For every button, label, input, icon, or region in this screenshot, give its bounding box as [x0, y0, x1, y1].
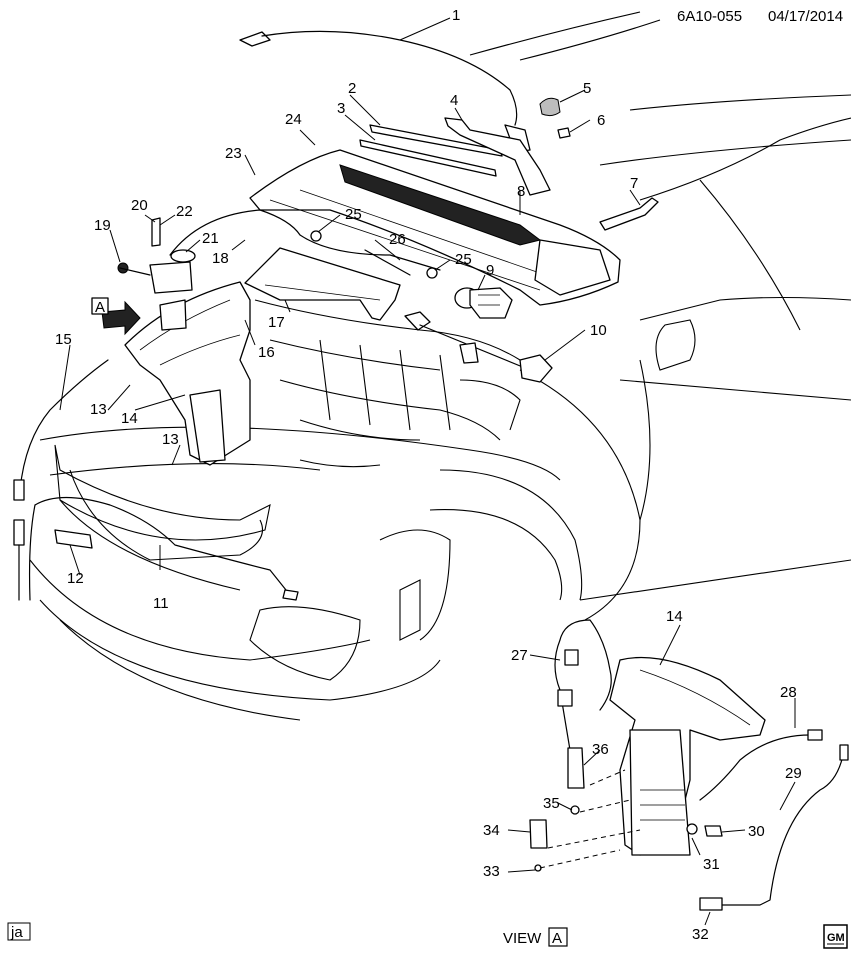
detail-view-a-reservoir: [529, 619, 849, 911]
callout-23: 23: [225, 145, 242, 162]
part-7-cowl-trim: [599, 197, 659, 231]
part-5-6-nut-cap: [539, 97, 571, 139]
callout-13a: 13: [90, 401, 107, 418]
callout-9: 9: [486, 262, 494, 279]
part-2-3-wiper-blades: [359, 124, 503, 177]
view-a-arrow: A: [91, 297, 141, 336]
callout-20: 20: [131, 197, 148, 214]
view-label: VIEW: [503, 930, 542, 947]
callout-2: 2: [348, 80, 356, 97]
callout-17: 17: [268, 314, 285, 331]
callout-28: 28: [780, 684, 797, 701]
callout-6: 6: [597, 112, 605, 129]
part-11-12-headlamp-washer: [28, 496, 299, 601]
callout-15: 15: [55, 331, 72, 348]
callout-13b: 13: [162, 431, 179, 448]
callout-31: 31: [703, 856, 720, 873]
callout-1: 1: [452, 7, 460, 24]
view-a-marker-letter: A: [95, 299, 105, 316]
callout-21: 21: [202, 230, 219, 247]
callout-22: 22: [176, 203, 193, 220]
callout-26: 26: [389, 231, 406, 248]
part-9-wiper-motor: [454, 287, 513, 319]
author-code: ja: [10, 924, 23, 941]
callout-35: 35: [543, 795, 560, 812]
part-8-cowl-panel: [249, 149, 621, 306]
callout-5: 5: [583, 80, 591, 97]
callout-25b: 25: [455, 251, 472, 268]
callout-labels: 1 2 3 4 5 6 7 8 9 10 11 12 13 13 14 14 1…: [55, 7, 802, 943]
svg-text:GM: GM: [827, 932, 845, 944]
callout-3: 3: [337, 100, 345, 117]
callout-4: 4: [450, 92, 458, 109]
part-10-wiper-linkage: [404, 311, 553, 383]
callout-30: 30: [748, 823, 765, 840]
footer: ja VIEW A GM: [7, 922, 848, 949]
gm-logo: GM: [823, 924, 848, 949]
callout-16: 16: [258, 344, 275, 361]
part-14-reservoir-main: [124, 281, 251, 466]
vehicle-body-outline: [29, 11, 851, 721]
callout-14a: 14: [121, 410, 138, 427]
callout-25a: 25: [345, 206, 362, 223]
part-15-washer-hose: [13, 359, 109, 601]
callout-11: 11: [153, 595, 169, 612]
callout-27: 27: [511, 647, 528, 664]
part-17-deflector: [244, 247, 401, 321]
callout-32: 32: [692, 926, 709, 943]
callout-12: 12: [67, 570, 84, 587]
diagram-date: 04/17/2014: [768, 8, 843, 25]
callout-29: 29: [785, 765, 802, 782]
view-letter: A: [552, 930, 562, 947]
callout-18: 18: [212, 250, 229, 267]
diagram-code: 6A10-055: [677, 8, 742, 25]
callout-7: 7: [630, 175, 638, 192]
callout-14b: 14: [666, 608, 683, 625]
callout-24: 24: [285, 111, 302, 128]
callout-34: 34: [483, 822, 500, 839]
part-25-26-hoses: [169, 209, 441, 279]
callout-19: 19: [94, 217, 111, 234]
part-4-wiper-arm: [444, 117, 551, 196]
callout-36: 36: [592, 741, 609, 758]
callout-8: 8: [517, 183, 525, 200]
callout-10: 10: [590, 322, 607, 339]
callout-33: 33: [483, 863, 500, 880]
part-19-22-filler: [117, 217, 196, 294]
leader-lines: [59, 17, 796, 926]
